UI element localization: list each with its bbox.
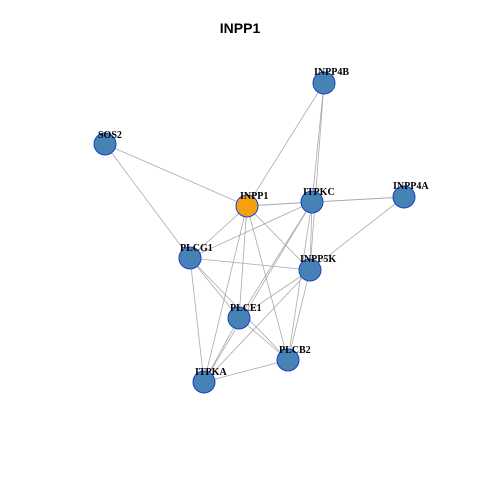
edge-sos2-inpp1 [104,143,248,207]
edge-plce1-itpka [203,317,240,383]
edge-plcg1-itpka [189,257,205,383]
node-itpka [192,370,216,394]
edge-plcb2-itpka [203,359,289,383]
nodes-layer [93,71,416,394]
node-label-inpp4a: INPP4A [393,181,429,192]
node-plcb2 [276,348,300,372]
node-label-itpka: ITPKA [195,367,227,378]
edge-inpp4b-inpp5k [309,82,325,271]
edge-plcg1-plce1 [189,257,240,319]
edge-inpp5k-plcb2 [287,269,311,361]
node-label-inpp5k: INPP5K [300,254,336,265]
node-plcg1 [178,246,202,270]
edges-layer [104,82,405,383]
edge-inpp1-plcg1 [189,205,248,259]
node-sos2 [93,132,117,156]
node-inpp1 [235,194,259,218]
edge-inpp1-inpp5k [246,205,311,271]
node-plce1 [227,306,251,330]
edge-inpp5k-itpka [203,269,311,383]
node-label-itpkc: ITPKC [303,187,335,198]
node-label-inpp1: INPP1 [240,191,268,202]
edge-itpkc-plce1 [238,201,313,319]
node-label-plce1: PLCE1 [230,303,262,314]
edge-inpp1-plcb2 [246,205,289,361]
edge-inpp4a-inpp5k [309,196,405,271]
edge-itpkc-itpka [203,201,313,383]
node-label-inpp4b: INPP4B [314,67,349,78]
node-itpkc [300,190,324,214]
edge-inpp4b-inpp1 [246,82,325,207]
node-inpp4a [392,185,416,209]
node-inpp5k [298,258,322,282]
edge-inpp1-plce1 [238,205,248,319]
edge-itpkc-plcg1 [189,201,313,259]
node-inpp4b [312,71,336,95]
diagram-title: INPP1 [219,20,261,36]
edge-inpp4b-itpkc [311,82,325,203]
node-label-plcg1: PLCG1 [180,243,213,254]
edge-plcg1-inpp5k [189,257,311,271]
node-label-plcb2: PLCB2 [279,345,311,356]
node-label-sos2: SOS2 [98,130,122,141]
edge-inpp4a-inpp1 [246,196,405,207]
edge-sos2-plcg1 [104,143,191,259]
edge-inpp5k-plce1 [238,269,311,319]
